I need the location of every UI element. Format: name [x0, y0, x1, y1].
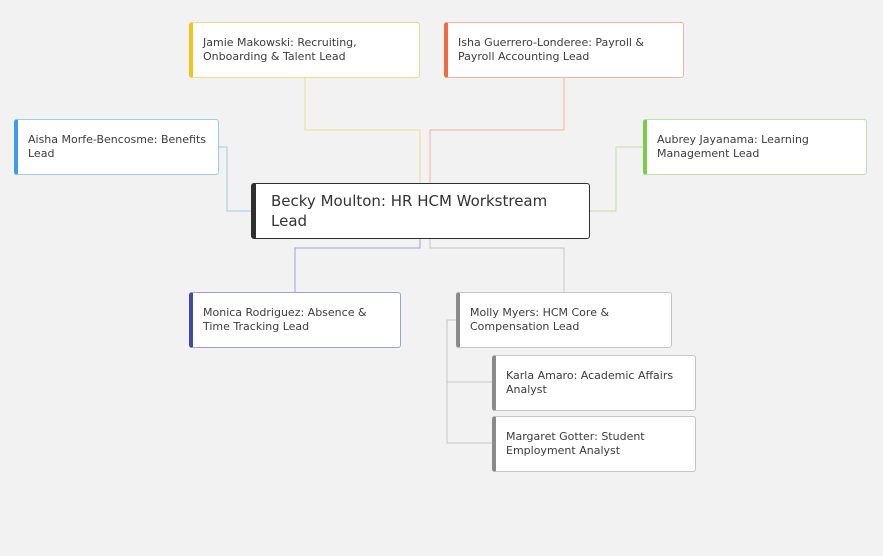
node-karla[interactable]: Karla Amaro: Academic Affairs Analyst: [492, 355, 696, 411]
node-aubrey[interactable]: Aubrey Jayanama: Learning Management Lea…: [643, 119, 867, 175]
connector-jamie: [304, 78, 421, 183]
node-karla-label: Karla Amaro: Academic Affairs Analyst: [506, 369, 674, 396]
root-node-label: Becky Moulton: HR HCM Workstream Lead: [271, 192, 548, 230]
node-margaret[interactable]: Margaret Gotter: Student Employment Anal…: [492, 416, 696, 472]
connector-monica: [294, 239, 421, 292]
node-aisha-label: Aisha Morfe-Bencosme: Benefits Lead: [28, 133, 206, 160]
node-isha-label: Isha Guerrero-Londeree: Payroll & Payrol…: [458, 36, 645, 63]
connector-aubrey: [590, 146, 643, 212]
root-node[interactable]: Becky Moulton: HR HCM Workstream Lead: [251, 183, 590, 239]
node-monica[interactable]: Monica Rodriguez: Absence & Time Trackin…: [189, 292, 401, 348]
node-aisha[interactable]: Aisha Morfe-Bencosme: Benefits Lead: [14, 119, 219, 175]
node-monica-label: Monica Rodriguez: Absence & Time Trackin…: [203, 306, 367, 333]
node-margaret-label: Margaret Gotter: Student Employment Anal…: [506, 430, 645, 457]
connector-isha: [429, 78, 565, 183]
node-jamie-label: Jamie Makowski: Recruiting, Onboarding &…: [203, 36, 357, 63]
node-aubrey-label: Aubrey Jayanama: Learning Management Lea…: [657, 133, 809, 160]
connector-aisha: [218, 146, 251, 212]
node-jamie[interactable]: Jamie Makowski: Recruiting, Onboarding &…: [189, 22, 420, 78]
node-isha[interactable]: Isha Guerrero-Londeree: Payroll & Payrol…: [444, 22, 684, 78]
connector-molly: [429, 239, 565, 292]
node-molly-label: Molly Myers: HCM Core & Compensation Lea…: [470, 306, 610, 333]
connector-molly-children: [446, 319, 492, 444]
node-molly[interactable]: Molly Myers: HCM Core & Compensation Lea…: [456, 292, 672, 348]
